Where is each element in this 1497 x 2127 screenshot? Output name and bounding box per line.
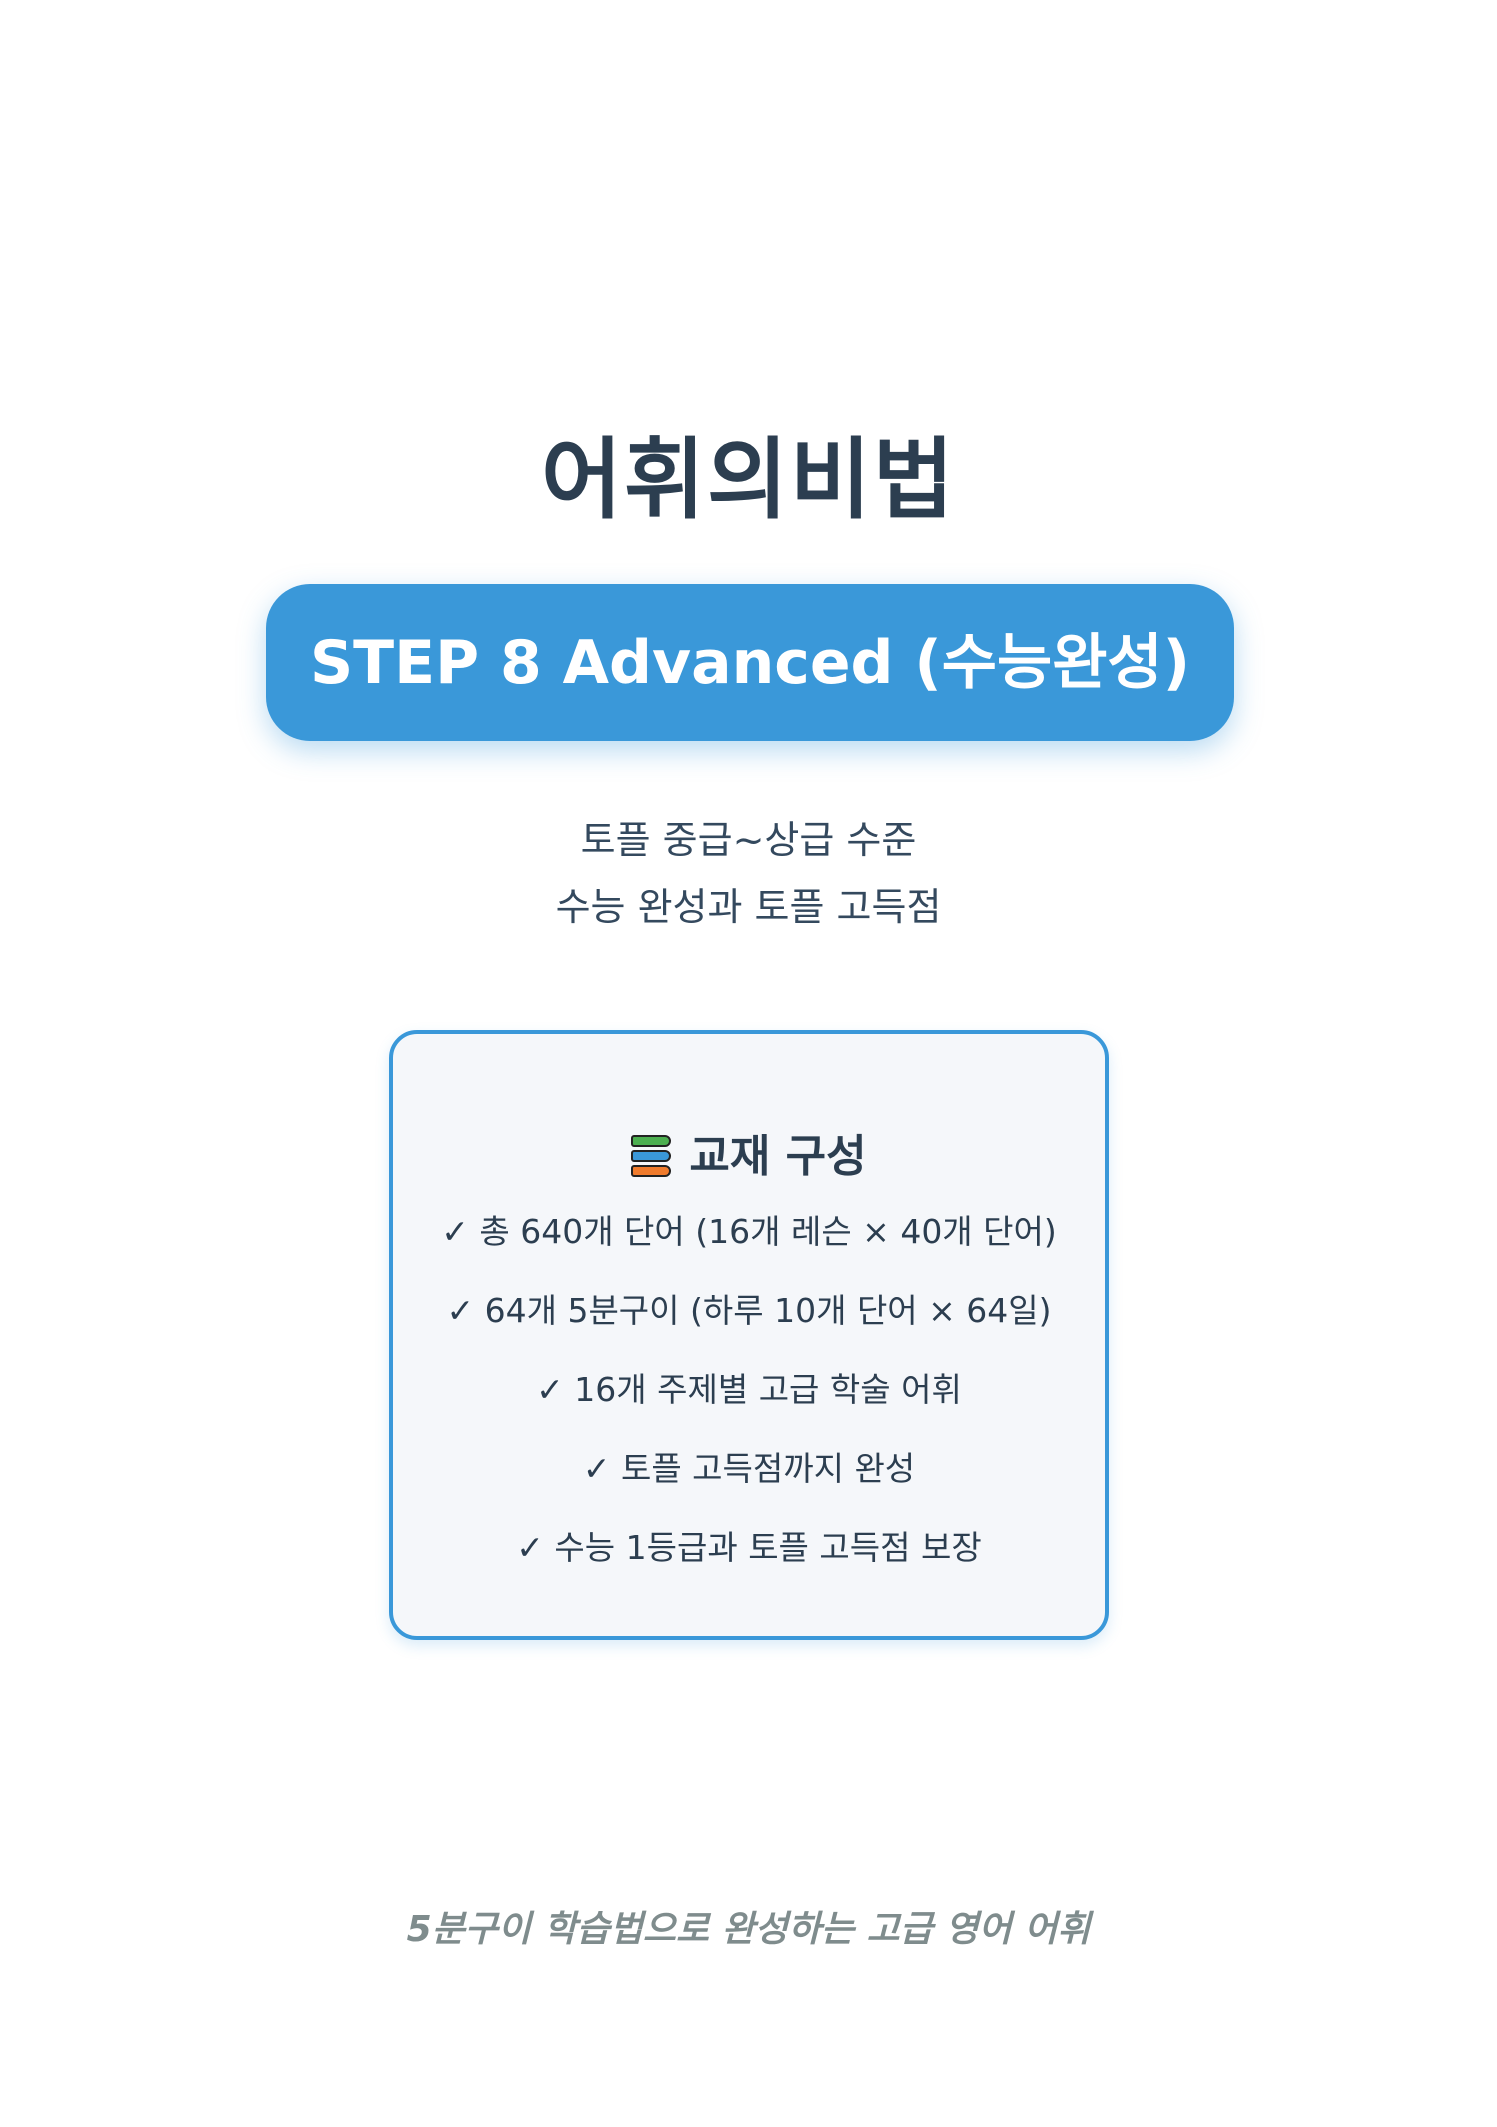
contents-heading: 교재 구성 bbox=[393, 1129, 1105, 1185]
list-item: ✓ 토플 고득점까지 완성 bbox=[582, 1449, 916, 1488]
subtitle-goal: 수능 완성과 토플 고득점 bbox=[555, 885, 942, 929]
list-item: ✓ 총 640개 단어 (16개 레슨 × 40개 단어) bbox=[441, 1212, 1057, 1251]
list-item: ✓ 수능 1등급과 토플 고득점 보장 bbox=[516, 1528, 982, 1567]
step-badge: STEP 8 Advanced (수능완성) bbox=[266, 584, 1234, 741]
book-title: 어휘의비법 bbox=[541, 428, 956, 531]
list-item: ✓ 64개 5분구이 (하루 10개 단어 × 64일) bbox=[446, 1291, 1052, 1330]
contents-box: 교재 구성 ✓ 총 640개 단어 (16개 레슨 × 40개 단어) ✓ 64… bbox=[389, 1030, 1109, 1640]
books-icon bbox=[631, 1135, 672, 1179]
contents-heading-text: 교재 구성 bbox=[689, 1131, 867, 1182]
contents-list: ✓ 총 640개 단어 (16개 레슨 × 40개 단어) ✓ 64개 5분구이… bbox=[393, 1202, 1105, 1597]
subtitle-level: 토플 중급~상급 수준 bbox=[580, 818, 917, 862]
step-label: STEP 8 Advanced (수능완성) bbox=[309, 627, 1191, 698]
footer-tagline: 5분구이 학습법으로 완성하는 고급 영어 어휘 bbox=[406, 1909, 1091, 1950]
list-item: ✓ 16개 주제별 고급 학술 어휘 bbox=[536, 1370, 962, 1409]
